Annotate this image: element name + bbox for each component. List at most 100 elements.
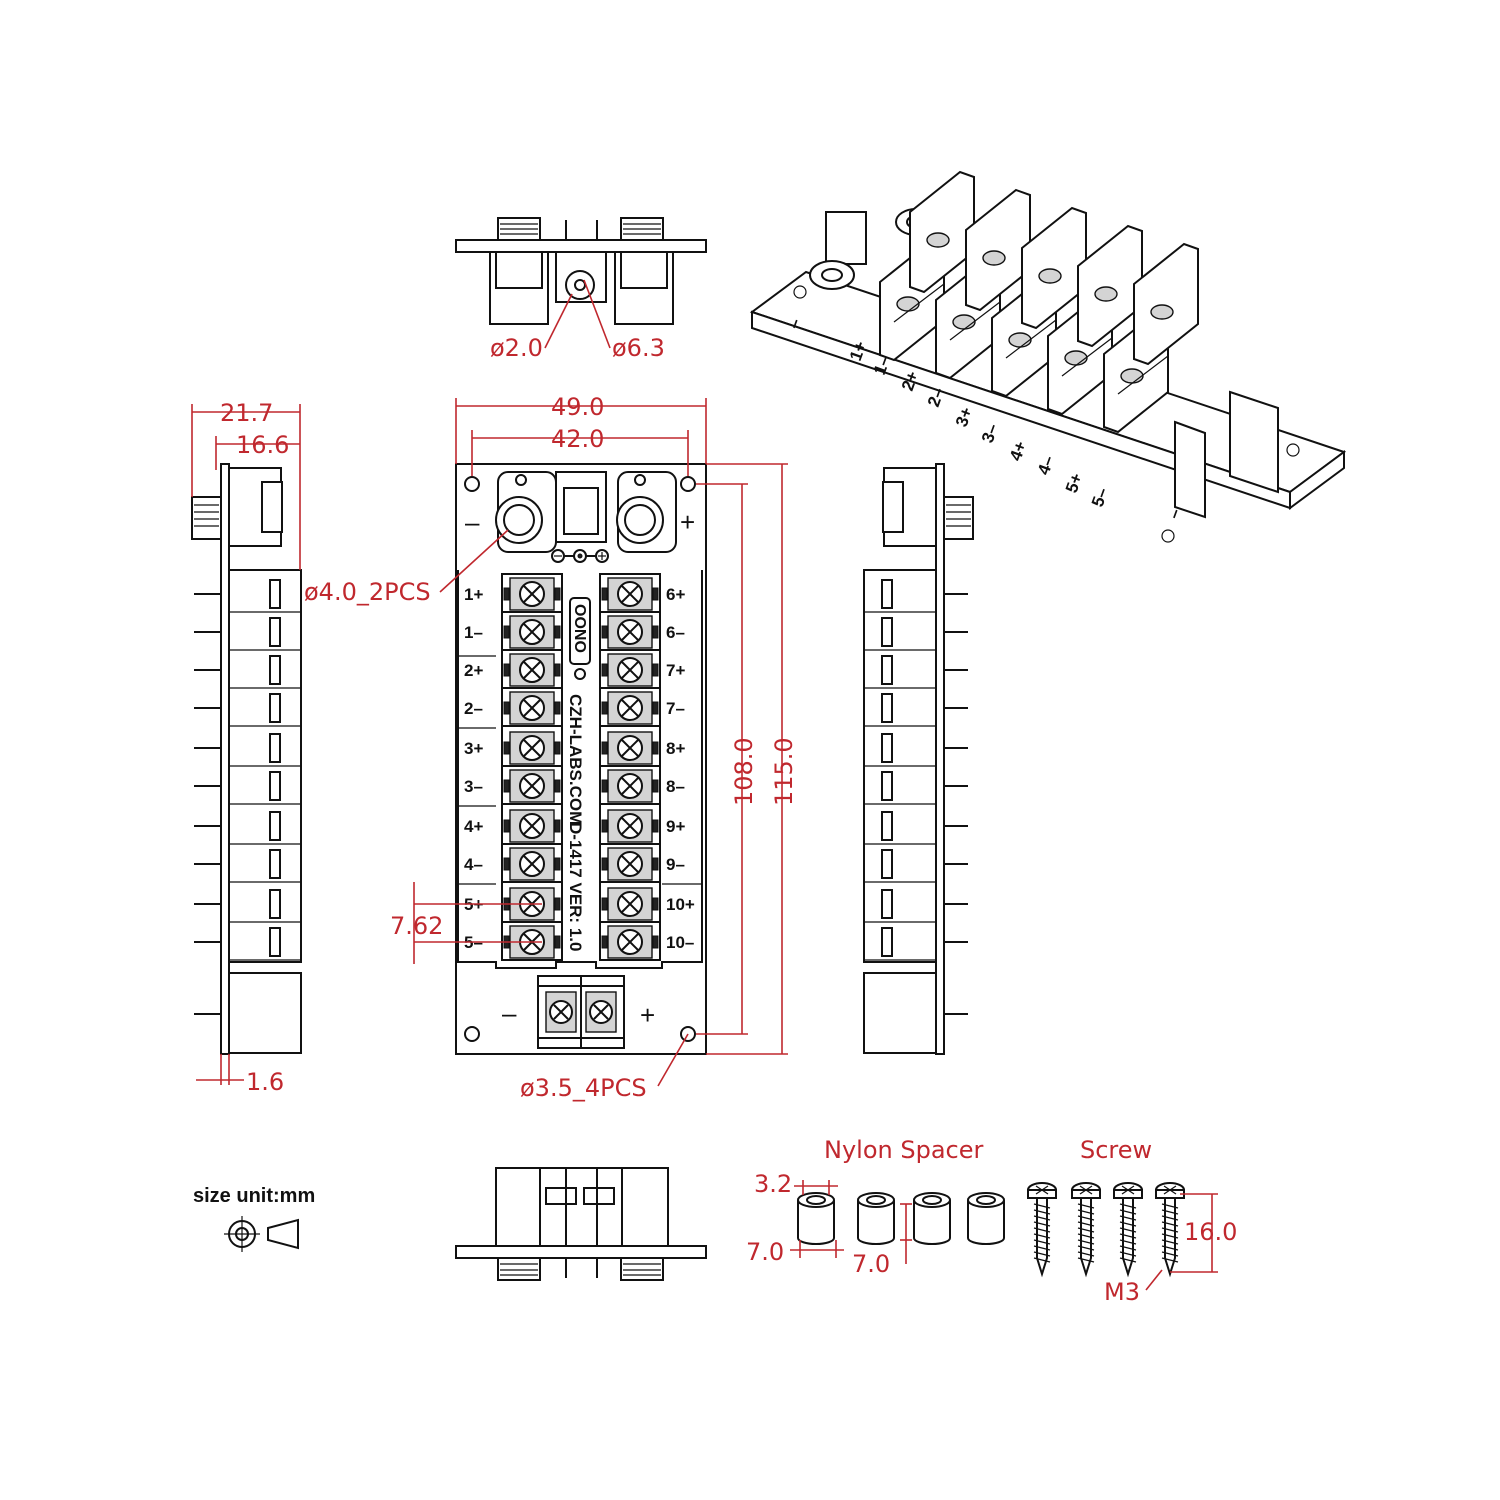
mount-hole-tl — [464, 476, 480, 492]
label-left-2: 1– — [464, 623, 483, 642]
label-left-8: 4– — [464, 855, 483, 874]
label-right-8: 9– — [666, 855, 685, 874]
screw-2 — [1071, 1182, 1101, 1278]
terminal-right-8 — [600, 847, 660, 883]
front-view-dims: 49.0 42.0 108.0 115.0 ø4.0_2PCS ø3.5_4PC… — [304, 393, 798, 1102]
left-side-view — [191, 463, 302, 1055]
iso-block-4 — [1047, 224, 1143, 416]
brand-logo: OONO — [569, 597, 591, 680]
screw-3 — [1113, 1182, 1143, 1278]
label-right-1: 6+ — [666, 585, 685, 604]
terminal-right-9 — [600, 887, 660, 923]
positive-post — [616, 496, 664, 544]
label-left-4: 2– — [464, 699, 483, 718]
label-left-7: 4+ — [464, 817, 483, 836]
screw-title: Screw — [1080, 1136, 1152, 1164]
iso-label-9: 5+ — [1062, 471, 1087, 496]
spacer-title: Nylon Spacer — [824, 1136, 983, 1164]
model-text: D-1417 VER: 1.0 — [566, 822, 585, 951]
terminal-left-1 — [502, 577, 562, 613]
label-left-1: 1+ — [464, 585, 483, 604]
label-left-6: 3– — [464, 777, 483, 796]
dim-width-49: 49.0 — [551, 393, 604, 421]
label-left-5: 3+ — [464, 739, 483, 758]
dim-spacer-outer: 7.0 — [746, 1238, 784, 1266]
terminal-left-6 — [502, 769, 562, 805]
label-right-7: 9+ — [666, 817, 685, 836]
terminal-right-10 — [600, 925, 660, 961]
board-plus-top: + — [680, 507, 695, 537]
iso-label-8: 4– — [1034, 453, 1058, 477]
dim-spacer-height: 7.0 — [852, 1250, 890, 1278]
iso-block-2 — [935, 188, 1031, 380]
size-unit-label: size unit:mm — [193, 1185, 315, 1207]
label-right-9: 10+ — [666, 895, 695, 914]
terminal-right-1 — [600, 577, 660, 613]
dim-d2: ø2.0 — [490, 334, 543, 362]
terminal-left-4 — [502, 691, 562, 727]
terminal-left-9 — [502, 887, 562, 923]
dim-pitch: 7.62 — [390, 912, 443, 940]
board-minus-bottom: – — [502, 998, 517, 1028]
dim-height-115: 115.0 — [770, 737, 798, 806]
dim-height-108: 108.0 — [730, 737, 758, 806]
spacer-3 — [913, 1192, 951, 1245]
right-side-view — [863, 463, 974, 1055]
dim-mount-4: ø4.0_2PCS — [304, 578, 431, 606]
nylon-spacers: Nylon Spacer 3.2 7.0 7.0 — [746, 1136, 1005, 1278]
mount-hole-bl — [464, 1026, 480, 1042]
label-right-5: 8+ — [666, 739, 685, 758]
terminal-right-6 — [600, 769, 660, 805]
polarity-symbol — [551, 549, 609, 563]
screw-1 — [1027, 1182, 1057, 1278]
terminal-left-7 — [502, 809, 562, 845]
terminal-right-7 — [600, 809, 660, 845]
top-view — [455, 217, 707, 325]
screw-4 — [1155, 1182, 1185, 1278]
projection-symbol — [224, 1216, 299, 1252]
label-right-2: 6– — [666, 623, 685, 642]
terminal-right-3 — [600, 653, 660, 689]
label-right-4: 7– — [666, 699, 685, 718]
board-minus-top: – — [465, 507, 480, 537]
dim-side-16-6: 16.6 — [236, 431, 289, 459]
iso-block-1 — [879, 170, 975, 362]
dim-screw-length: 16.0 — [1184, 1218, 1237, 1246]
bottom-view — [455, 1167, 707, 1281]
terminal-left-10 — [502, 925, 562, 961]
website-text: CZH-LABS.COM — [566, 694, 585, 825]
spacer-2 — [857, 1192, 895, 1245]
terminal-left-2 — [502, 615, 562, 651]
brand-text: OONO — [571, 604, 588, 653]
left-side-dims: 21.7 16.6 1.6 — [191, 399, 301, 1096]
label-right-10: 10– — [666, 933, 694, 952]
iso-label-5: 3+ — [952, 405, 977, 430]
front-view: – + 1+1–2+2–3+3–4+4–5+5–6+6–7+7–8+8–9+9–… — [455, 463, 707, 1055]
dim-width-42: 42.0 — [551, 425, 604, 453]
dim-side-1-6: 1.6 — [246, 1068, 284, 1096]
isometric-view: 1+1–2+2–3+3–4+4–5+5– – – — [749, 170, 1347, 543]
unit-note: size unit:mm — [193, 1185, 315, 1252]
dim-screw-size: M3 — [1104, 1278, 1140, 1306]
terminal-left-8 — [502, 847, 562, 883]
mount-hole-tr — [680, 476, 696, 492]
dim-side-21-7: 21.7 — [220, 399, 273, 427]
dim-d6: ø6.3 — [612, 334, 665, 362]
iso-block-5 — [1103, 242, 1199, 434]
iso-label-6: 3– — [978, 421, 1002, 445]
terminal-left-3 — [502, 653, 562, 689]
terminal-right-4 — [600, 691, 660, 727]
terminal-right-5 — [600, 731, 660, 767]
spacer-4 — [967, 1192, 1005, 1245]
mount-hole-br — [680, 1026, 696, 1042]
screws: Screw 16.0 M3 — [1027, 1136, 1237, 1306]
dim-spacer-inner: 3.2 — [754, 1170, 792, 1198]
terminal-left-5 — [502, 731, 562, 767]
label-right-6: 8– — [666, 777, 685, 796]
board-plus-bottom: + — [640, 1000, 655, 1030]
dim-mount-3-5: ø3.5_4PCS — [520, 1074, 647, 1102]
terminal-right-2 — [600, 615, 660, 651]
iso-label-7: 4+ — [1006, 439, 1031, 464]
label-right-3: 7+ — [666, 661, 685, 680]
